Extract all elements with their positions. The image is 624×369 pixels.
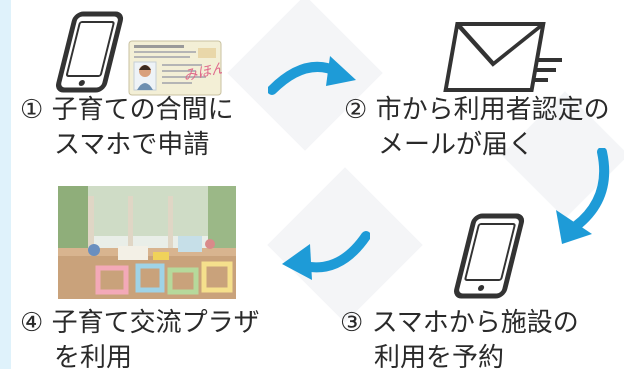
step-2-text-2: メールが届く [378,130,535,160]
step-4-label: ④ 子育て交流プラザ を利用 [20,306,260,369]
step-1-text-1: 子育ての合間に [51,95,234,125]
curved-arrow-icon [267,50,358,98]
step-1-number: ① [20,95,44,125]
step-4-text-1: 子育て交流プラザ [51,308,260,338]
step-2-line-1: ② 市から利用者認定の [344,93,610,128]
step-3-text-1: スマホから施設の [371,308,579,338]
curved-arrow-icon [550,147,622,248]
step-4-text-2: を利用 [54,343,133,369]
step-1-line-1: ① 子育ての合間に [20,93,234,128]
curved-arrow-icon [280,230,371,282]
step-2-text-1: 市から利用者認定の [375,95,610,125]
step-1-label: ① 子育ての合間に スマホで申請 [20,93,234,163]
step-4-line-1: ④ 子育て交流プラザ [20,306,260,341]
mail-icon [436,20,566,96]
license-card-image: みほん [128,40,227,96]
step-3-label: ③ スマホから施設の 利用を予約 [340,306,579,369]
step-4-number: ④ [20,308,44,338]
smartphone-icon [55,10,135,94]
step-3-number: ③ [340,308,364,338]
smartphone-icon [450,212,530,302]
step-2-label: ② 市から利用者認定の メールが届く [344,93,610,163]
step-3-text-2: 利用を予約 [374,343,505,369]
play-area-photo [58,186,236,299]
step-2-number: ② [344,95,368,125]
step-3-line-1: ③ スマホから施設の [340,306,579,341]
step-1-text-2: スマホで申請 [54,130,210,160]
left-accent-strip [0,0,11,369]
